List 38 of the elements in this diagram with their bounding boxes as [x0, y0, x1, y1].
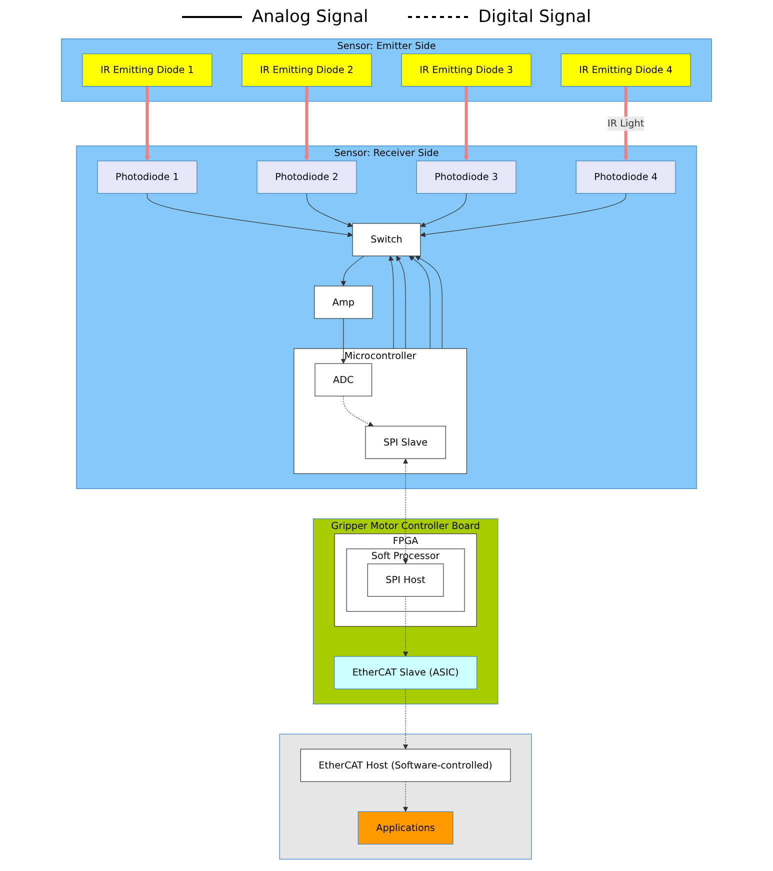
arrow	[304, 86, 310, 162]
arrow	[396, 256, 406, 349]
arrow	[144, 86, 150, 162]
node-box: Switch	[352, 223, 421, 256]
cluster	[279, 734, 532, 860]
arrow	[402, 458, 408, 564]
node-box: IR Emitting Diode 2	[242, 54, 372, 87]
node-box: Applications	[358, 811, 454, 844]
arrow	[402, 688, 408, 750]
node-box: SPI Host	[367, 564, 444, 597]
arrow	[415, 256, 442, 349]
node-box: ADC	[314, 363, 372, 396]
node-box: IR Emitting Diode 4	[560, 54, 691, 87]
arrow	[420, 193, 626, 238]
arrow	[420, 193, 467, 228]
node-box: IR Emitting Diode 1	[82, 54, 212, 87]
edge-label: IR Light	[608, 118, 644, 130]
arrow	[146, 193, 353, 238]
arrow	[402, 781, 408, 812]
arrow	[408, 256, 430, 349]
arrow	[402, 596, 408, 657]
arrow	[464, 86, 469, 162]
node-box: Amp	[314, 286, 373, 319]
node-box: Photodiode 4	[576, 160, 676, 194]
arrow	[388, 256, 394, 349]
legend-text: Analog Signal	[252, 7, 368, 27]
arrow	[306, 193, 353, 228]
legend-text: Digital Signal	[478, 7, 592, 27]
arrow	[343, 396, 374, 426]
node-box: Photodiode 3	[416, 160, 516, 194]
node-box: EtherCAT Host (Software-controlled)	[300, 748, 511, 782]
arrow	[340, 318, 346, 364]
arrow	[340, 256, 364, 286]
node-box: Photodiode 2	[256, 160, 357, 194]
node-box: EtherCAT Slave (ASIC)	[334, 656, 478, 690]
node-box: Photodiode 1	[97, 160, 198, 194]
node-box: SPI Slave	[365, 426, 446, 459]
node-box: IR Emitting Diode 3	[401, 54, 532, 87]
